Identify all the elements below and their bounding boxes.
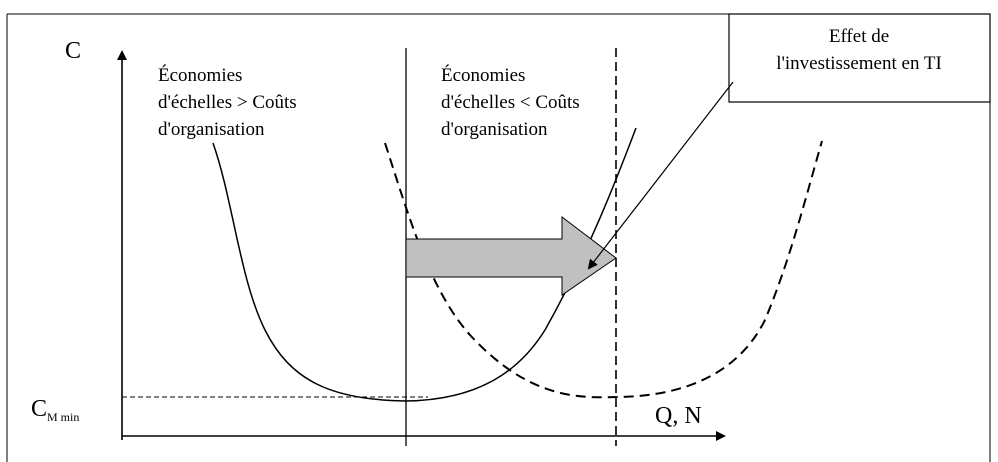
cost-curve-dashed <box>384 140 823 399</box>
callout-pointer <box>587 81 734 270</box>
cmin-label-subscript: M min <box>47 410 79 424</box>
x-axis-label: Q, N <box>655 403 702 429</box>
cmin-label-main: C <box>31 396 47 422</box>
callout-text-line1: Effet de <box>829 26 889 47</box>
left-region-text-line2: d'échelles > Coûts <box>158 92 297 113</box>
shift-arrow <box>405 215 617 296</box>
left-region-text-line3: d'organisation <box>158 119 265 140</box>
right-region-text-line3: d'organisation <box>441 119 548 140</box>
right-region-text-line2: d'échelles < Coûts <box>441 92 580 113</box>
y-axis-label: C <box>65 38 81 64</box>
callout-text-line2: l'investissement en TI <box>776 53 942 74</box>
callout-box <box>728 13 991 103</box>
left-region-text-line1: Économies <box>158 64 242 86</box>
cmin-label: CM min <box>31 396 79 424</box>
right-region-text-line1: Économies <box>441 64 525 86</box>
